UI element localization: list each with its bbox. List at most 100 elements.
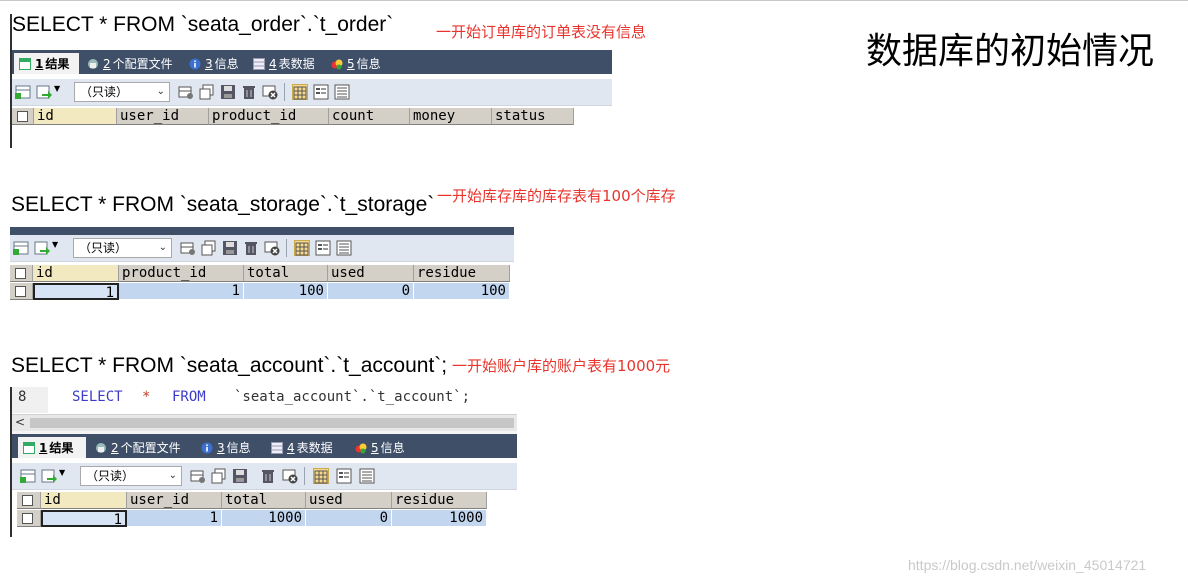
table-cell[interactable]: 1 [119,283,244,300]
form-view-icon[interactable] [313,84,329,100]
select-all-checkbox[interactable] [22,495,33,506]
column-header[interactable]: product_id [209,108,329,125]
scroll-left-arrow-icon[interactable]: < [15,415,26,429]
export-dropdown-icon[interactable]: ▼ [59,468,66,477]
page-title: 数据库的初始情况 [866,31,1155,72]
horizontal-scrollbar[interactable]: < [12,414,517,431]
column-header[interactable]: id [34,108,117,125]
add-row-icon[interactable] [15,84,31,100]
grid-result-icon [19,57,31,70]
column-header[interactable]: total [222,492,306,509]
table-cell[interactable]: 0 [306,510,392,527]
toolbar-separator [304,467,305,485]
copy-row-icon[interactable] [201,240,217,256]
export-dropdown-icon[interactable]: ▼ [52,240,59,249]
column-header[interactable]: product_id [119,265,244,282]
storage-tabbar-remnant [10,227,514,235]
table-cell[interactable]: 1000 [392,510,487,527]
toolbar-separator [284,83,285,101]
cancel-icon[interactable] [264,240,280,256]
column-header[interactable]: total [244,265,328,282]
readonly-select[interactable]: （只读）⌄ [80,466,182,486]
row-checkbox[interactable] [22,513,33,524]
add-row-icon[interactable] [13,240,29,256]
table-cell[interactable]: 0 [328,283,414,300]
row-checkbox[interactable] [15,286,26,297]
delete-icon[interactable] [260,468,276,484]
select-all-checkbox[interactable] [15,268,26,279]
column-header[interactable]: used [328,265,414,282]
select-all-header[interactable] [10,265,33,282]
info-icon [201,442,213,454]
column-header[interactable]: id [33,265,119,282]
text-view-icon[interactable] [334,84,350,100]
column-header[interactable]: residue [414,265,510,282]
delete-icon[interactable] [241,84,257,100]
add-row-icon[interactable] [20,468,36,484]
copy-row-icon[interactable] [199,84,215,100]
column-header[interactable]: status [492,108,574,125]
profile-icon [95,442,107,454]
watermark: https://blog.csdn.net/weixin_45014721 [908,557,1147,573]
column-header[interactable]: user_id [127,492,222,509]
scrollbar-thumb[interactable] [30,418,514,428]
column-header[interactable]: id [41,492,127,509]
delete-icon[interactable] [243,240,259,256]
export-icon[interactable] [36,84,52,100]
form-view-icon[interactable] [315,240,331,256]
table-cell[interactable]: 100 [244,283,328,300]
table-cell[interactable]: 100 [414,283,510,300]
save-icon[interactable] [222,240,238,256]
select-all-checkbox[interactable] [17,111,28,122]
save-icon[interactable] [220,84,236,100]
text-view-icon[interactable] [359,468,375,484]
table-cell[interactable]: 1000 [222,510,306,527]
cancel-icon[interactable] [282,468,298,484]
column-header[interactable]: money [410,108,492,125]
save-icon[interactable] [232,468,248,484]
sql-star: * [142,389,151,405]
grid-view-icon[interactable] [313,468,329,484]
insert-row-icon[interactable] [180,240,196,256]
grid-view-icon[interactable] [294,240,310,256]
editor-splitter[interactable] [12,431,517,434]
text-view-icon[interactable] [336,240,352,256]
sql-table-ref: `seata_account`.`t_account`; [234,389,471,405]
export-dropdown-icon[interactable]: ▼ [54,84,61,93]
select-all-header[interactable] [17,492,41,509]
select-all-header[interactable] [12,108,34,125]
storage-sql-title: SELECT * FROM `seata_storage`.`t_storage… [11,193,435,216]
export-icon[interactable] [34,240,50,256]
cancel-icon[interactable] [262,84,278,100]
sql-editor[interactable]: 8 SELECT * FROM `seata_account`.`t_accou… [12,387,517,413]
copy-row-icon[interactable] [211,468,227,484]
readonly-select[interactable]: （只读）⌄ [74,82,170,102]
export-icon[interactable] [41,468,57,484]
table-cell[interactable]: 1 [127,510,222,527]
column-header[interactable]: count [329,108,410,125]
grid-view-icon[interactable] [292,84,308,100]
table-cell[interactable]: 1 [33,283,119,301]
table-cell[interactable]: 1 [41,510,127,528]
column-header[interactable]: residue [392,492,487,509]
row-selector[interactable] [10,283,33,300]
form-view-icon[interactable] [336,468,352,484]
insert-row-icon[interactable] [178,84,194,100]
row-selector[interactable] [17,510,41,527]
insert-row-icon[interactable] [190,468,206,484]
grid-result-icon [23,441,35,454]
column-header[interactable]: used [306,492,392,509]
readonly-select[interactable]: （只读）⌄ [73,238,172,258]
column-header[interactable]: user_id [117,108,209,125]
